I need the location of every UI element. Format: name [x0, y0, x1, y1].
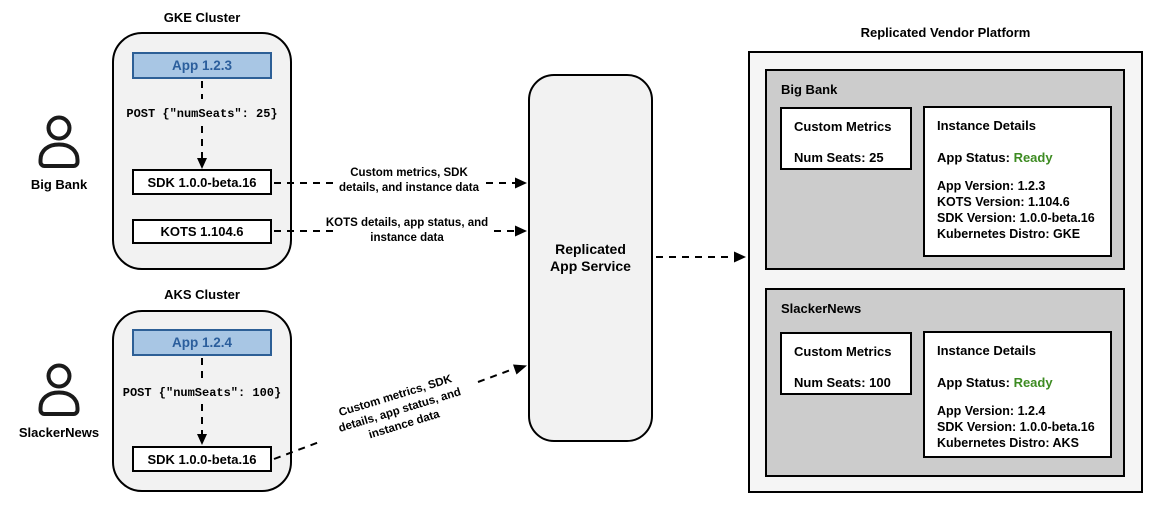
app-status-value: Ready — [1013, 375, 1053, 390]
aks-cluster-title: AKS Cluster — [164, 287, 240, 302]
aks-sdk-box: SDK 1.0.0-beta.16 — [132, 446, 272, 472]
detail-line: SDK Version: 1.0.0-beta.16 — [937, 420, 1095, 434]
app-status-label: App Status: — [937, 375, 1014, 390]
person-icon — [38, 363, 80, 416]
gke-cluster-container: App 1.2.3 POST {"numSeats": 25} SDK 1.0.… — [112, 32, 292, 270]
custom-metrics-box: Custom Metrics Num Seats: 25 — [780, 107, 912, 170]
app-status-label: App Status: — [937, 150, 1014, 165]
tenant-panel-slackernews: SlackerNews Custom Metrics Num Seats: 10… — [765, 288, 1125, 477]
instance-details-title: Instance Details — [937, 343, 1036, 358]
detail-line: App Version: 1.2.4 — [937, 404, 1046, 418]
num-seats-value: Num Seats: 25 — [794, 150, 884, 165]
tenant-name: Big Bank — [781, 82, 838, 97]
aks-cluster-container: App 1.2.4 POST {"numSeats": 100} SDK 1.0… — [112, 310, 292, 492]
sdk-flow-label: Custom metrics, SDK details, and instanc… — [339, 167, 479, 194]
gke-cluster-title: GKE Cluster — [163, 10, 241, 25]
aks-sdk-to-service-line-right — [477, 367, 517, 383]
gke-kots-box: KOTS 1.104.6 — [132, 219, 272, 244]
app-status-line: App Status: Ready — [937, 375, 1053, 390]
slackernews-actor — [33, 360, 85, 420]
instance-details-title: Instance Details — [937, 118, 1036, 133]
gke-post-request: POST {"numSeats": 25} — [126, 107, 278, 121]
instance-detail-lines: App Version: 1.2.3 KOTS Version: 1.104.6… — [937, 178, 1095, 242]
gke-sdk-box: SDK 1.0.0-beta.16 — [132, 169, 272, 195]
slackernews-actor-label: SlackerNews — [18, 425, 100, 440]
detail-line: KOTS Version: 1.104.6 — [937, 195, 1070, 209]
aks-post-request: POST {"numSeats": 100} — [122, 386, 282, 400]
replicated-vendor-platform-box: Big Bank Custom Metrics Num Seats: 25 In… — [748, 51, 1143, 493]
arrowhead-sdk-flow — [515, 177, 527, 189]
app-status-value: Ready — [1013, 150, 1053, 165]
detail-line: SDK Version: 1.0.0-beta.16 — [937, 211, 1095, 225]
replicated-app-service-box: Replicated App Service — [528, 74, 653, 442]
person-icon — [38, 115, 80, 168]
tenant-panel-big-bank: Big Bank Custom Metrics Num Seats: 25 In… — [765, 69, 1125, 270]
platform-title: Replicated Vendor Platform — [860, 25, 1031, 40]
custom-metrics-title: Custom Metrics — [794, 344, 892, 359]
num-seats-value: Num Seats: 100 — [794, 375, 891, 390]
detail-line: App Version: 1.2.3 — [937, 179, 1046, 193]
instance-details-box: Instance Details App Status: Ready App V… — [923, 331, 1112, 458]
combined-flow-label: Custom metrics, SDK details, app status,… — [337, 373, 463, 442]
big-bank-actor — [33, 112, 85, 172]
gke-app-box: App 1.2.3 — [132, 52, 272, 79]
arrowhead-diagonal-flow — [513, 364, 527, 375]
aks-app-box: App 1.2.4 — [132, 329, 272, 356]
big-bank-actor-label: Big Bank — [30, 177, 88, 192]
arrowhead-platform-flow — [734, 251, 746, 263]
instance-detail-lines: App Version: 1.2.4 SDK Version: 1.0.0-be… — [937, 403, 1095, 451]
instance-details-box: Instance Details App Status: Ready App V… — [923, 106, 1112, 257]
arrowhead-kots-flow — [515, 225, 527, 237]
tenant-name: SlackerNews — [781, 301, 862, 316]
custom-metrics-box: Custom Metrics Num Seats: 100 — [780, 332, 912, 395]
detail-line: Kubernetes Distro: GKE — [937, 227, 1081, 241]
detail-line: Kubernetes Distro: AKS — [937, 436, 1079, 450]
custom-metrics-title: Custom Metrics — [794, 119, 892, 134]
app-status-line: App Status: Ready — [937, 150, 1053, 165]
kots-flow-label: KOTS details, app status, and instance d… — [325, 217, 489, 244]
